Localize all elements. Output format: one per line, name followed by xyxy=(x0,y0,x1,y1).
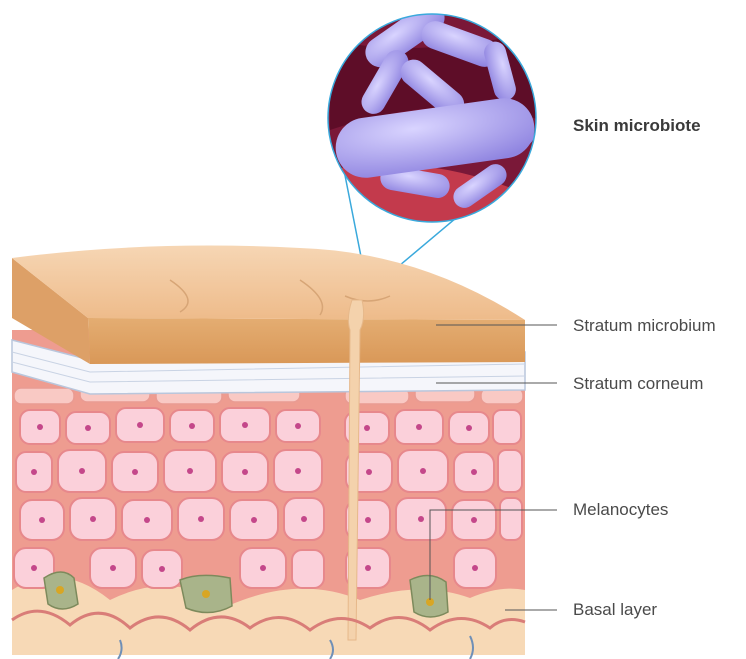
stratum-microbium-layer xyxy=(12,246,525,364)
label-melanocytes: Melanocytes xyxy=(573,500,668,520)
skin-block xyxy=(12,246,525,659)
label-stratum-microbium: Stratum microbium xyxy=(573,316,716,336)
microbiote-magnifier xyxy=(320,0,550,230)
label-stratum-corneum: Stratum corneum xyxy=(573,374,703,394)
label-skin-microbiote: Skin microbiote xyxy=(573,116,701,136)
label-basal-layer: Basal layer xyxy=(573,600,657,620)
